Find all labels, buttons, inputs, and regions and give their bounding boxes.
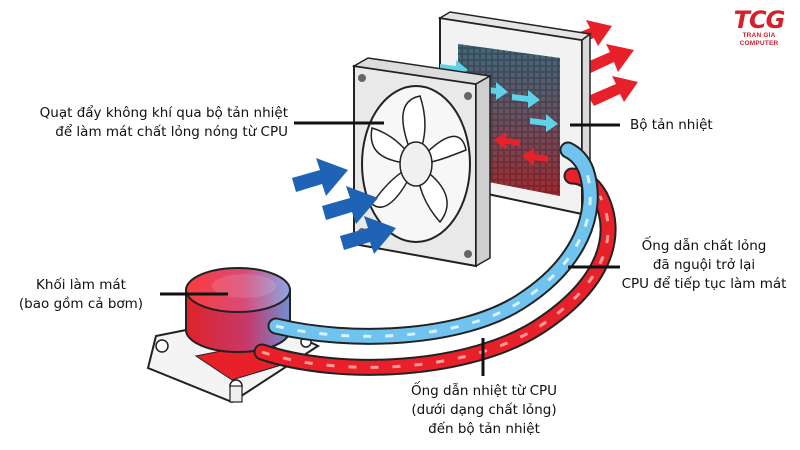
label-cold-block: Khối làm mát (bao gồm cả bơm)	[6, 276, 156, 314]
tcg-logo: TCG TRAN GIA COMPUTER	[726, 8, 792, 48]
label-fan-line1: Quạt đẩy không khí qua bộ tản nhiệt	[39, 105, 288, 121]
label-cold-tube-line1: Ống dẫn chất lỏng	[641, 238, 767, 254]
label-hot-tube-line3: đến bộ tản nhiệt	[428, 421, 540, 437]
leader-lines	[160, 121, 620, 376]
pump-block	[185, 267, 291, 353]
label-cold-tube-line3: CPU để tiếp tục làm mát	[621, 276, 787, 292]
label-fan-line2: để làm mát chất lỏng nóng từ CPU	[55, 124, 288, 140]
label-cold-tube: Ống dẫn chất lỏng đã nguội trở lại CPU đ…	[610, 237, 798, 294]
label-cold-tube-line2: đã nguội trở lại	[652, 257, 756, 273]
fan	[351, 57, 493, 268]
label-hot-tube-line2: (dưới dạng chất lỏng)	[411, 402, 557, 418]
label-radiator-line1: Bộ tản nhiệt	[630, 117, 713, 133]
label-radiator: Bộ tản nhiệt	[630, 116, 770, 135]
logo-subtext: TRAN GIA COMPUTER	[739, 32, 779, 47]
cold-tube	[267, 141, 599, 345]
label-cold-block-line1: Khối làm mát	[36, 277, 126, 293]
airflow-in-arrows	[292, 158, 396, 254]
label-hot-tube: Ống dẫn nhiệt từ CPU (dưới dạng chất lỏn…	[388, 382, 580, 439]
label-fan: Quạt đẩy không khí qua bộ tản nhiệt để l…	[8, 104, 288, 142]
label-hot-tube-line1: Ống dẫn nhiệt từ CPU	[410, 383, 558, 399]
label-cold-block-line2: (bao gồm cả bơm)	[18, 296, 144, 312]
logo-mark: TCG	[733, 6, 786, 34]
